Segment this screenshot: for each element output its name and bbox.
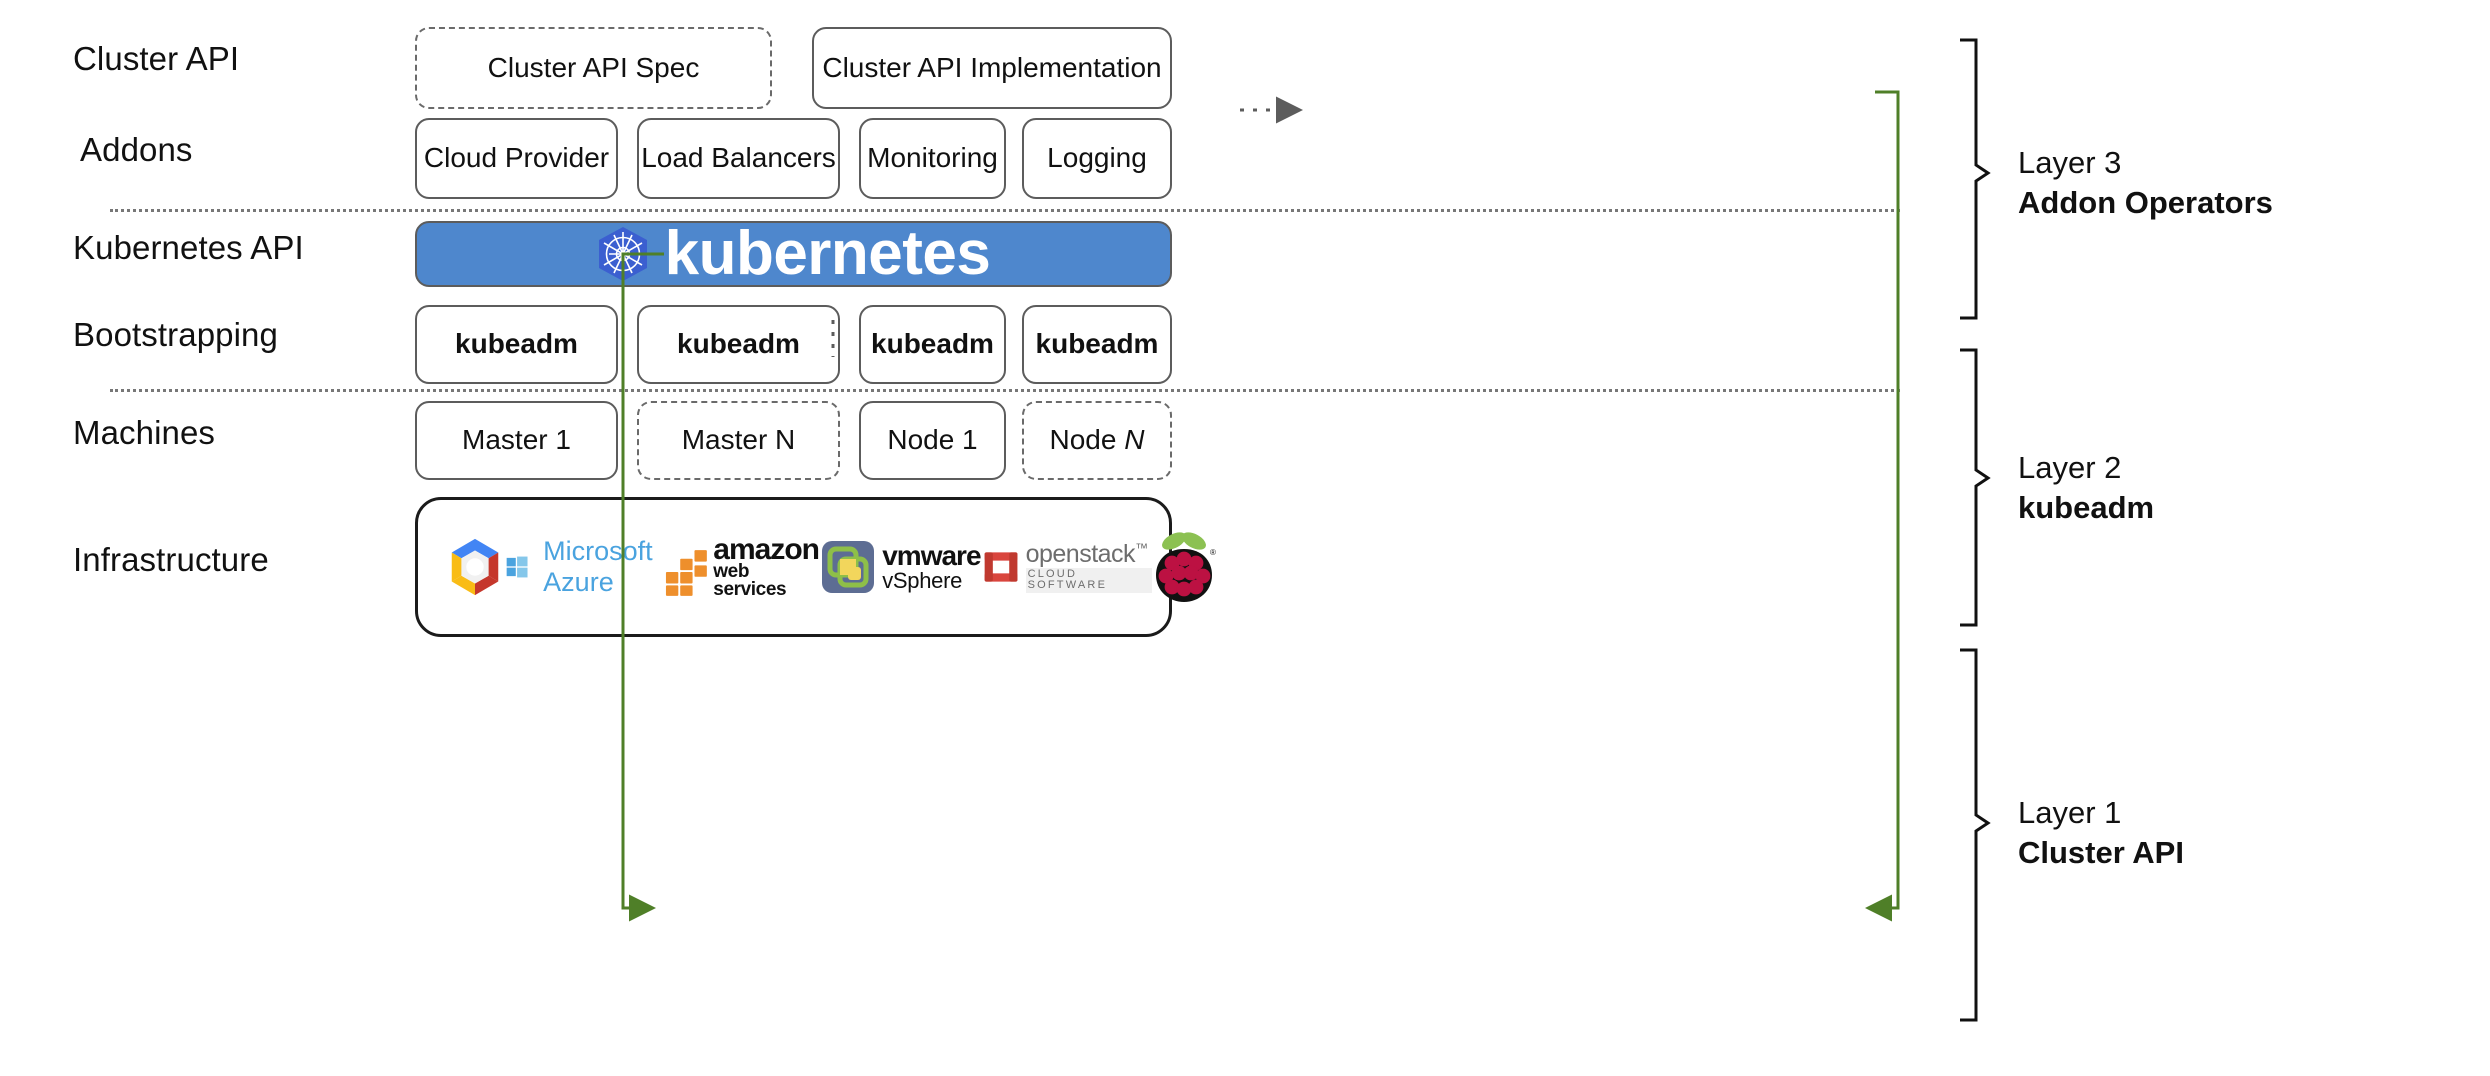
row-label-addons: Addons: [80, 131, 193, 168]
vmware-vsphere-logo: vmware vSphere: [821, 540, 982, 594]
bootstrap-box-1[interactable]: kubeadm: [415, 305, 618, 384]
addon-box-monitoring[interactable]: Monitoring: [859, 118, 1006, 199]
kubernetes-wordmark: kubernetes: [664, 219, 991, 288]
machine-box-master-1[interactable]: Master 1: [415, 401, 618, 480]
bootstrap-label-2: kubeadm: [677, 328, 800, 360]
openstack-label: openstack™: [1025, 540, 1148, 569]
google-cloud-platform-icon: [444, 536, 506, 598]
divider-layer2-layer1: [110, 389, 1900, 392]
kubernetes-banner[interactable]: kubernetes: [415, 221, 1172, 287]
row-label-infrastructure: Infrastructure: [73, 541, 269, 578]
raspberry-pi-logo: ®: [1152, 529, 1216, 605]
bootstrap-box-4[interactable]: kubeadm: [1022, 305, 1172, 384]
bootstrap-label-4: kubeadm: [1035, 328, 1159, 360]
layer-1-line-2: Cluster API: [2018, 834, 2184, 870]
machine-label-node-1: Node 1: [887, 424, 978, 456]
addon-label-load-balancers: Load Balancers: [641, 142, 836, 174]
layer-1-label: Layer 1 Cluster API: [2018, 793, 2184, 872]
addon-label-monitoring: Monitoring: [867, 142, 998, 174]
layer-2-label: Layer 2 kubeadm: [2018, 448, 2154, 527]
row-label-bootstrapping: Bootstrapping: [73, 316, 278, 353]
bootstrap-box-3[interactable]: kubeadm: [859, 305, 1006, 384]
bootstrap-label-1: kubeadm: [455, 328, 578, 360]
layer-3-label: Layer 3 Addon Operators: [2018, 143, 2273, 222]
layer-3-line-1: Layer 3: [2018, 145, 2122, 180]
divider-layer3-layer2: [110, 209, 1900, 212]
machine-label-master-1: Master 1: [462, 424, 571, 456]
amazon-web-services-logo: amazon web services: [665, 532, 822, 600]
aws-label-web-services: web services: [713, 561, 787, 600]
machine-label-node-n: Node: [1049, 424, 1125, 456]
row-label-kubernetes-api: Kubernetes API: [73, 229, 304, 266]
svg-text:®: ®: [1210, 548, 1216, 557]
implementation-to-infrastructure-path: [1865, 90, 1900, 922]
machine-label-master-n: Master N: [681, 424, 796, 456]
vmware-label: vmware: [882, 540, 981, 571]
addon-label-logging: Logging: [1047, 142, 1147, 174]
cluster-api-spec-label: Cluster API Spec: [487, 51, 700, 83]
cluster-api-spec-box[interactable]: Cluster API Spec: [415, 27, 772, 109]
kubernetes-helm-wheel-icon: [597, 226, 649, 282]
bootstrap-label-3: kubeadm: [871, 328, 994, 360]
machine-box-master-n[interactable]: Master N: [637, 401, 840, 480]
cluster-api-implementation-box[interactable]: Cluster API Implementation: [812, 27, 1172, 109]
openstack-logo: openstack™ CLOUD SOFTWARE: [981, 540, 1152, 593]
openstack-sublabel: CLOUD SOFTWARE: [1025, 567, 1152, 593]
microsoft-azure-label: Microsoft Azure: [543, 536, 653, 597]
bootstrap-box-2[interactable]: kubeadm: [637, 305, 840, 384]
vsphere-label: vSphere: [882, 568, 963, 593]
cluster-api-implementation-label: Cluster API Implementation: [822, 51, 1162, 83]
layer-1-line-1: Layer 1: [2018, 795, 2122, 830]
infrastructure-panel[interactable]: Microsoft Azure amazon web services: [415, 497, 1216, 637]
aws-label-amazon: amazon: [713, 532, 820, 566]
addon-label-cloud-provider: Cloud Provider: [423, 142, 610, 174]
addon-box-logging[interactable]: Logging: [1022, 118, 1172, 199]
addon-box-cloud-provider[interactable]: Cloud Provider: [415, 118, 618, 199]
microsoft-azure-logo: Microsoft Azure: [506, 536, 665, 598]
addon-box-load-balancers[interactable]: Load Balancers: [637, 118, 840, 199]
layer-2-line-1: Layer 2: [2018, 450, 2122, 485]
machine-label-node-n-suffix: N: [1124, 424, 1145, 456]
row-label-cluster-api: Cluster API: [73, 40, 240, 77]
layer-2-line-2: kubeadm: [2018, 489, 2155, 525]
layer-2-bracket: [1960, 348, 1991, 627]
layer-3-line-2: Addon Operators: [2018, 184, 2273, 220]
row-label-machines: Machines: [73, 414, 216, 451]
machine-box-node-n[interactable]: Node N: [1022, 401, 1172, 480]
layer-1-bracket: [1960, 648, 1991, 1022]
machine-box-node-1[interactable]: Node 1: [859, 401, 1006, 480]
layer-3-bracket: [1960, 38, 1991, 320]
